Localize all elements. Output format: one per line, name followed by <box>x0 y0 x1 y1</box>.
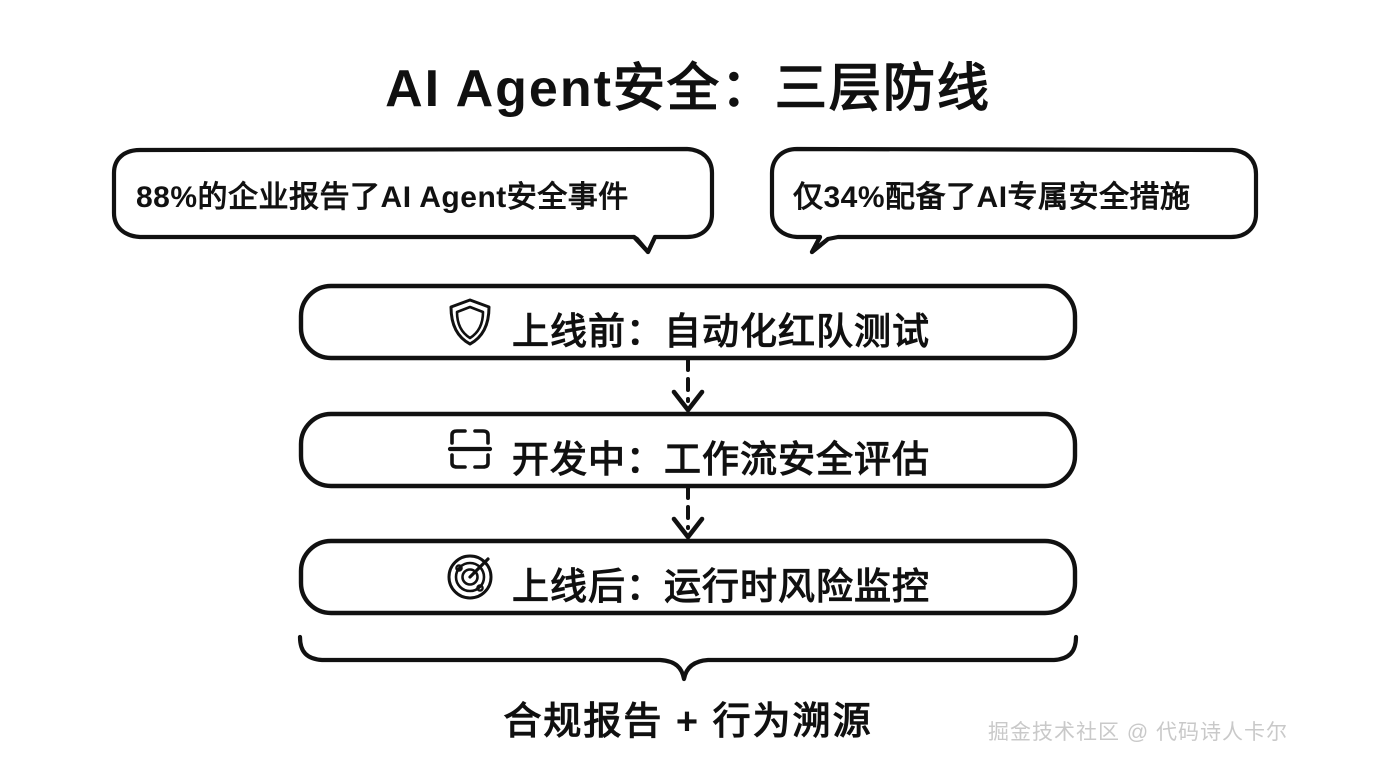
connector-arrow-1 <box>671 357 705 413</box>
page-title: AI Agent安全：三层防线 <box>385 60 991 118</box>
summary-brace <box>297 634 1079 682</box>
summary-label: 合规报告 + 行为溯源 <box>503 701 873 743</box>
watermark: 掘金技术社区 @ 代码诗人卡尔 <box>988 721 1288 744</box>
stage-3-label: 上线后：运行时风险监控 <box>512 566 930 607</box>
radar-target-icon <box>444 550 496 602</box>
stage-1-label: 上线前：自动化红队测试 <box>512 311 930 352</box>
callout-bubble-1-text: 88%的企业报告了AI Agent安全事件 <box>136 181 629 214</box>
scan-frame-icon <box>444 423 496 475</box>
stage-2-label: 开发中：工作流安全评估 <box>512 439 930 480</box>
shield-icon <box>444 295 496 347</box>
callout-bubble-2-text: 仅34%配备了AI专属安全措施 <box>793 181 1191 214</box>
connector-arrow-2 <box>671 485 705 540</box>
